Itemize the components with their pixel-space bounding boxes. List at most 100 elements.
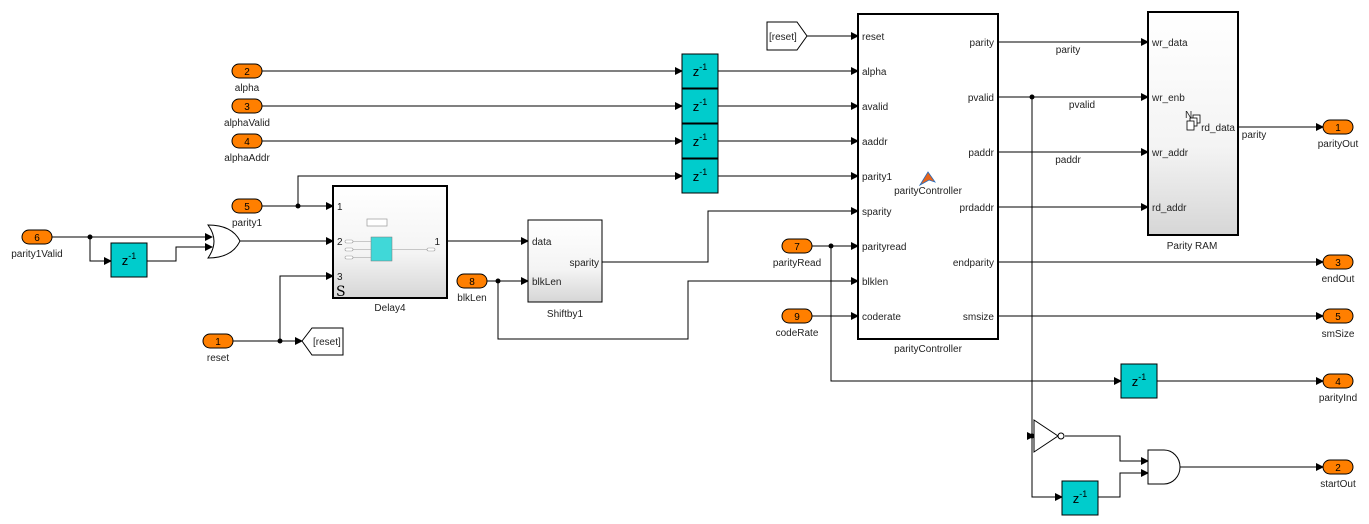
svg-text:S: S: [336, 284, 346, 300]
svg-text:3: 3: [337, 272, 343, 283]
svg-text:3: 3: [1335, 258, 1341, 269]
delay4-subsystem[interactable]: 1 2 3 1 S Delay4: [332, 185, 448, 314]
svg-text:1: 1: [215, 337, 221, 348]
inport-alpha[interactable]: 2 alpha: [231, 63, 263, 94]
svg-text:parityController: parityController: [894, 344, 962, 355]
controller-input-port: reset: [862, 32, 884, 43]
controller-input-port: coderate: [862, 312, 901, 323]
svg-text:1: 1: [337, 202, 343, 213]
not-gate[interactable]: [1033, 419, 1065, 453]
inport-blkLen[interactable]: 8 blkLen: [456, 273, 488, 304]
parity-ram-block[interactable]: wr_data wr_enb wr_addr rd_addr rd_data N Pa…: [1147, 11, 1239, 252]
outport-smSize[interactable]: 5 smSize: [1322, 308, 1355, 340]
inport-reset[interactable]: 1 reset: [202, 333, 234, 364]
controller-input-port: sparity: [862, 207, 891, 218]
svg-text:reset: reset: [207, 353, 229, 364]
svg-text:parity1Valid: parity1Valid: [11, 249, 63, 260]
svg-text:Parity RAM: Parity RAM: [1167, 241, 1218, 252]
signal-lines: parity pvalid paddr parity: [52, 32, 1324, 501]
parity-controller-block[interactable]: resetalphaavalidaaddrparity1sparityparit…: [857, 13, 999, 355]
svg-text:blkLen: blkLen: [532, 277, 561, 288]
svg-text:parityInd: parityInd: [1319, 393, 1357, 404]
controller-output-port: endparity: [953, 258, 994, 269]
svg-text:parityOut: parityOut: [1318, 139, 1359, 150]
controller-output-port: pvalid: [968, 93, 994, 104]
signal-label-parity: parity: [1056, 45, 1080, 56]
svg-text:blkLen: blkLen: [457, 293, 486, 304]
svg-text:sparity: sparity: [570, 258, 599, 269]
svg-text:7: 7: [794, 242, 800, 253]
unit-delays: z-1z-1z-1z-1z-1z-1z-1: [110, 53, 1158, 516]
unit-delay-block[interactable]: z-1: [681, 123, 719, 159]
svg-text:2: 2: [337, 237, 343, 248]
delay4-label: Delay4: [374, 303, 406, 314]
inport-codeRate[interactable]: 9 codeRate: [776, 308, 819, 339]
signal-label-rd-parity: parity: [1242, 130, 1266, 141]
inport-parity1[interactable]: 5 parity1: [231, 198, 263, 229]
svg-text:[reset]: [reset]: [313, 337, 341, 348]
svg-text:N: N: [1185, 110, 1192, 121]
controller-input-port: avalid: [862, 102, 888, 113]
unit-delay-block[interactable]: z-1: [681, 158, 719, 194]
svg-text:Shiftby1: Shiftby1: [547, 309, 584, 320]
controller-output-port: parity: [970, 38, 994, 49]
unit-delay-block[interactable]: z-1: [1061, 480, 1099, 516]
svg-text:6: 6: [34, 233, 40, 244]
svg-text:alphaValid: alphaValid: [224, 118, 270, 129]
svg-text:rd_data: rd_data: [1201, 123, 1235, 134]
controller-output-port: prdaddr: [960, 203, 995, 214]
svg-text:parityRead: parityRead: [773, 258, 821, 269]
outport-endOut[interactable]: 3 endOut: [1322, 254, 1355, 285]
outport-parityInd[interactable]: 4 parityInd: [1319, 373, 1357, 404]
svg-text:smSize: smSize: [1322, 329, 1355, 340]
unit-delay-block[interactable]: z-1: [681, 53, 719, 89]
unit-delay-block[interactable]: z-1: [681, 88, 719, 124]
svg-text:endOut: endOut: [1322, 274, 1355, 285]
controller-output-port: paddr: [968, 148, 994, 159]
svg-text:2: 2: [1335, 463, 1341, 474]
inport-alphaAddr[interactable]: 4 alphaAddr: [224, 133, 270, 164]
svg-text:codeRate: codeRate: [776, 328, 819, 339]
ram-input-port: wr_enb: [1151, 93, 1185, 104]
svg-text:[reset]: [reset]: [769, 32, 797, 43]
svg-text:parity1: parity1: [232, 218, 262, 229]
ram-input-port: wr_data: [1151, 38, 1188, 49]
outport-parityOut[interactable]: 1 parityOut: [1318, 119, 1359, 150]
svg-text:alphaAddr: alphaAddr: [224, 153, 270, 164]
svg-text:9: 9: [794, 312, 800, 323]
svg-text:5: 5: [244, 202, 250, 213]
shiftby1-subsystem[interactable]: data blkLen sparity Shiftby1: [527, 219, 603, 320]
controller-input-port: blklen: [862, 277, 888, 288]
svg-text:1: 1: [1335, 123, 1341, 134]
inport-parity1Valid[interactable]: 6 parity1Valid: [11, 229, 63, 260]
from-reset[interactable]: [reset]: [766, 21, 808, 51]
unit-delay-block[interactable]: z-1: [1120, 363, 1158, 399]
outport-startOut[interactable]: 2 startOut: [1320, 459, 1356, 490]
svg-text:1: 1: [434, 237, 440, 248]
svg-text:8: 8: [469, 277, 475, 288]
signal-label-paddr: paddr: [1055, 155, 1081, 166]
goto-reset[interactable]: [reset]: [301, 327, 344, 356]
svg-text:5: 5: [1335, 312, 1341, 323]
svg-text:4: 4: [244, 137, 250, 148]
controller-input-port: alpha: [862, 67, 887, 78]
controller-input-port: parityread: [862, 242, 906, 253]
and-gate[interactable]: [1147, 449, 1181, 485]
signal-label-pvalid: pvalid: [1069, 100, 1095, 111]
unit-delay-block[interactable]: z-1: [110, 242, 148, 278]
svg-text:2: 2: [244, 67, 250, 78]
ram-input-port: wr_addr: [1151, 148, 1189, 159]
or-gate[interactable]: [207, 224, 241, 259]
controller-output-port: smsize: [963, 312, 995, 323]
controller-input-port: aaddr: [862, 137, 888, 148]
inport-parityRead[interactable]: 7 parityRead: [773, 238, 821, 269]
ram-icon: [1186, 114, 1201, 131]
svg-text:startOut: startOut: [1320, 479, 1356, 490]
svg-text:parityController: parityController: [894, 186, 962, 197]
svg-text:alpha: alpha: [235, 83, 260, 94]
controller-input-port: parity1: [862, 172, 892, 183]
ram-input-port: rd_addr: [1152, 203, 1187, 214]
svg-text:4: 4: [1335, 377, 1341, 388]
